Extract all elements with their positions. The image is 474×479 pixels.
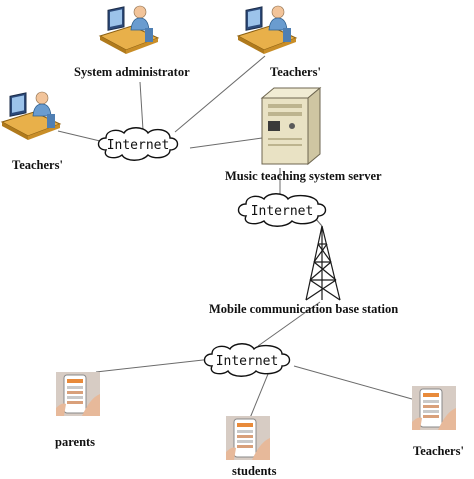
computer-user-icon — [99, 5, 159, 55]
line-tower-cloud3 — [257, 301, 321, 347]
line-cloud3-parents — [95, 358, 213, 373]
cloud-internet-2: Internet — [237, 193, 327, 227]
label-base-station: Mobile communication base station — [209, 302, 399, 316]
line-admin-cloud1 — [139, 81, 144, 131]
label-teachers-left: Teachers' — [12, 158, 63, 172]
server-tower-icon — [260, 86, 322, 166]
smartphone-icon — [55, 371, 101, 417]
line-cloud3-students — [249, 373, 269, 419]
line-cloud3-teachermobile — [293, 365, 413, 400]
smartphone-icon — [411, 385, 457, 431]
smartphone-icon — [225, 415, 271, 461]
line-teacherleft-cloud1 — [57, 130, 101, 142]
cloud-label: Internet — [107, 138, 170, 153]
cloud-internet-1: Internet — [97, 127, 179, 161]
line-cloud1-server — [189, 137, 263, 149]
computer-user-icon — [237, 5, 297, 55]
label-teachers-top: Teachers' — [270, 65, 321, 79]
line-teacher-cloud1 — [174, 55, 266, 133]
cloud-internet-3: Internet — [203, 343, 291, 377]
label-system-administrator: System administrator — [74, 65, 190, 79]
label-teachers-mobile: Teachers' — [413, 444, 464, 458]
label-parents: parents — [55, 435, 96, 449]
computer-user-icon — [1, 91, 61, 141]
label-students: students — [232, 464, 277, 478]
cloud-label: Internet — [216, 354, 279, 369]
label-server: Music teaching system server — [225, 169, 382, 183]
radio-tower-icon — [305, 225, 341, 301]
cloud-label: Internet — [251, 204, 314, 219]
